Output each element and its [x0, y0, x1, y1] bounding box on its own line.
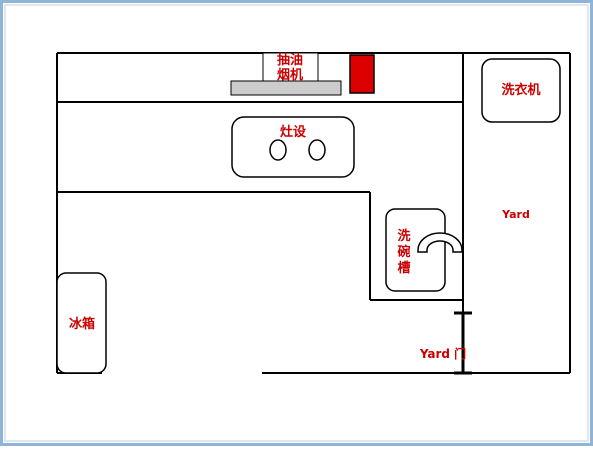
- stove-burner-left: [269, 139, 287, 161]
- stove: [231, 116, 355, 178]
- yard-door-label: Yard 门: [419, 346, 466, 361]
- fridge-label-line2: 箱: [82, 316, 95, 332]
- fridge: [56, 272, 107, 374]
- sink: [385, 208, 446, 292]
- washing-machine: [481, 58, 561, 123]
- sink-label-line2: 碗: [397, 244, 410, 260]
- range-hood: [262, 52, 319, 82]
- washing-machine-label: 洗衣机: [501, 82, 540, 98]
- range-hood-panel: [230, 80, 342, 96]
- red-block: [349, 54, 375, 94]
- stove-burner-right: [308, 139, 326, 161]
- range-hood-label-line2: 烟机: [277, 67, 303, 83]
- yard-label: Yard: [501, 208, 530, 221]
- faucet-icon: [417, 232, 463, 253]
- sink-label-line3: 槽: [397, 260, 410, 276]
- stove-label: 灶设: [280, 124, 307, 140]
- range-hood-label-line1: 抽油: [277, 52, 303, 68]
- window-inner-frame: [4, 4, 589, 442]
- sink-label-line1: 洗: [397, 228, 410, 244]
- fridge-label-line1: 冰: [69, 316, 83, 332]
